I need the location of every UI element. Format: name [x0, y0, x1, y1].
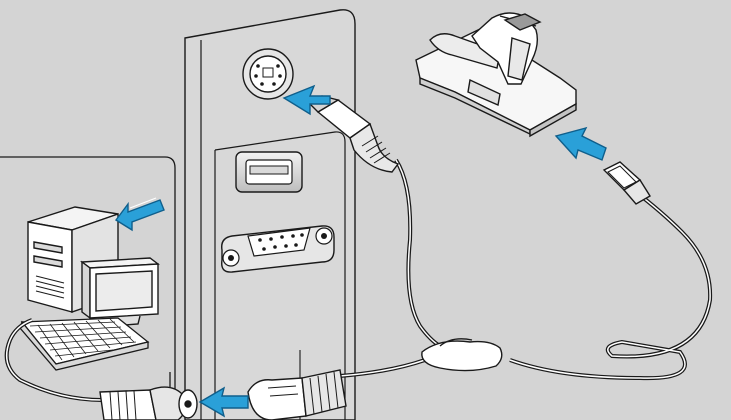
db9-port-icon	[221, 225, 335, 273]
arrow-to-pc	[114, 197, 165, 232]
barcode-scanner-cradle-icon	[415, 12, 577, 138]
arrow-to-cradle	[554, 126, 607, 161]
rj-plug-icon	[602, 161, 651, 205]
ps2-port-icon	[242, 48, 294, 100]
y-splitter	[421, 338, 503, 372]
arrow-keyboard-connector	[198, 386, 249, 418]
keyboard-connector-right	[247, 369, 347, 420]
ps2-plug-icon	[308, 95, 400, 173]
keyboard-icon	[19, 317, 150, 371]
back-panel	[184, 9, 356, 420]
arrow-to-ps2-port	[282, 84, 331, 116]
y-cable-icon	[4, 158, 713, 402]
monitor-icon	[80, 257, 160, 327]
usb-port-icon	[235, 151, 303, 193]
keyboard-connector-left	[99, 386, 198, 420]
